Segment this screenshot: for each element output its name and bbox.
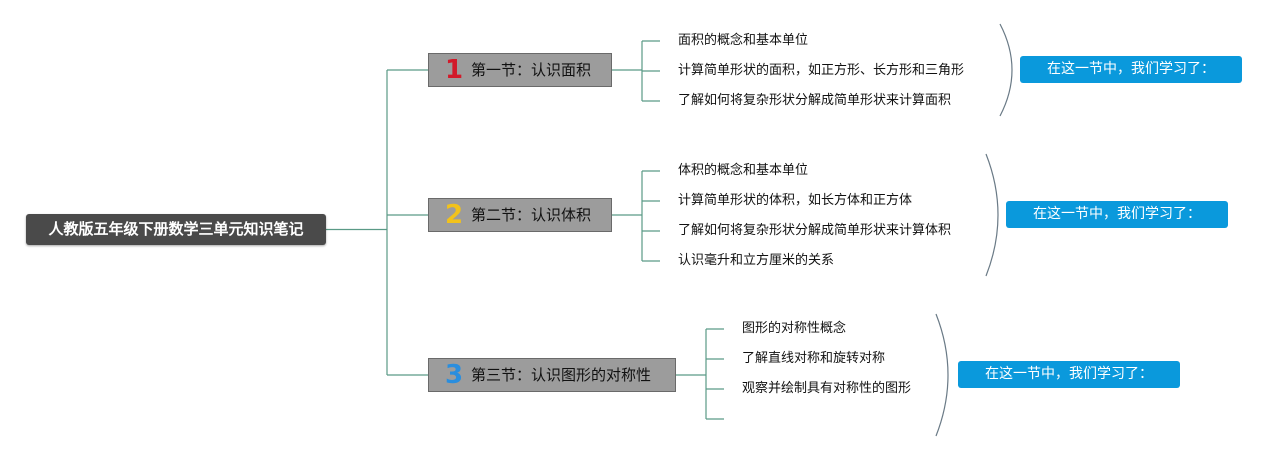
section-3-topic[interactable]: 观察并绘制具有对称性的图形	[742, 381, 912, 396]
section-2-title: 第二节：认识体积	[471, 206, 592, 224]
section-3-summary[interactable]: 在这一节中，我们学习了：	[958, 361, 1180, 388]
section-1-summary[interactable]: 在这一节中，我们学习了：	[1020, 56, 1242, 83]
section-3-topic[interactable]: 图形的对称性概念	[742, 321, 847, 336]
section-1-title: 第一节：认识面积	[471, 61, 592, 79]
section-1-topic[interactable]: 计算简单形状的面积，如正方形、长方形和三角形	[678, 63, 965, 78]
section-3-node[interactable]: 3 第三节：认识图形的对称性	[428, 358, 676, 392]
section-2-topic[interactable]: 认识毫升和立方厘米的关系	[678, 253, 835, 268]
section-2-node[interactable]: 2 第二节：认识体积	[428, 198, 612, 232]
section-1-summary-brace	[999, 23, 1013, 117]
section-1-topic[interactable]: 面积的概念和基本单位	[678, 33, 809, 48]
section-2-topic[interactable]: 计算简单形状的体积，如长方体和正方体	[678, 193, 913, 208]
section-1-number: 1	[445, 55, 464, 85]
section-2-number: 2	[445, 200, 464, 230]
section-2-topic[interactable]: 体积的概念和基本单位	[678, 163, 809, 178]
section-3-summary-brace	[935, 313, 949, 437]
section-3-number: 3	[445, 360, 464, 390]
section-2-summary-brace	[985, 153, 999, 277]
section-3-title: 第三节：认识图形的对称性	[471, 366, 652, 384]
section-2-summary[interactable]: 在这一节中，我们学习了：	[1006, 201, 1228, 228]
section-3-topic[interactable]: 了解直线对称和旋转对称	[742, 351, 886, 366]
root-topic[interactable]: 人教版五年级下册数学三单元知识笔记	[26, 214, 326, 245]
section-1-node[interactable]: 1 第一节：认识面积	[428, 53, 612, 87]
section-2-topic[interactable]: 了解如何将复杂形状分解成简单形状来计算体积	[678, 223, 952, 238]
section-1-topic[interactable]: 了解如何将复杂形状分解成简单形状来计算面积	[678, 93, 952, 108]
